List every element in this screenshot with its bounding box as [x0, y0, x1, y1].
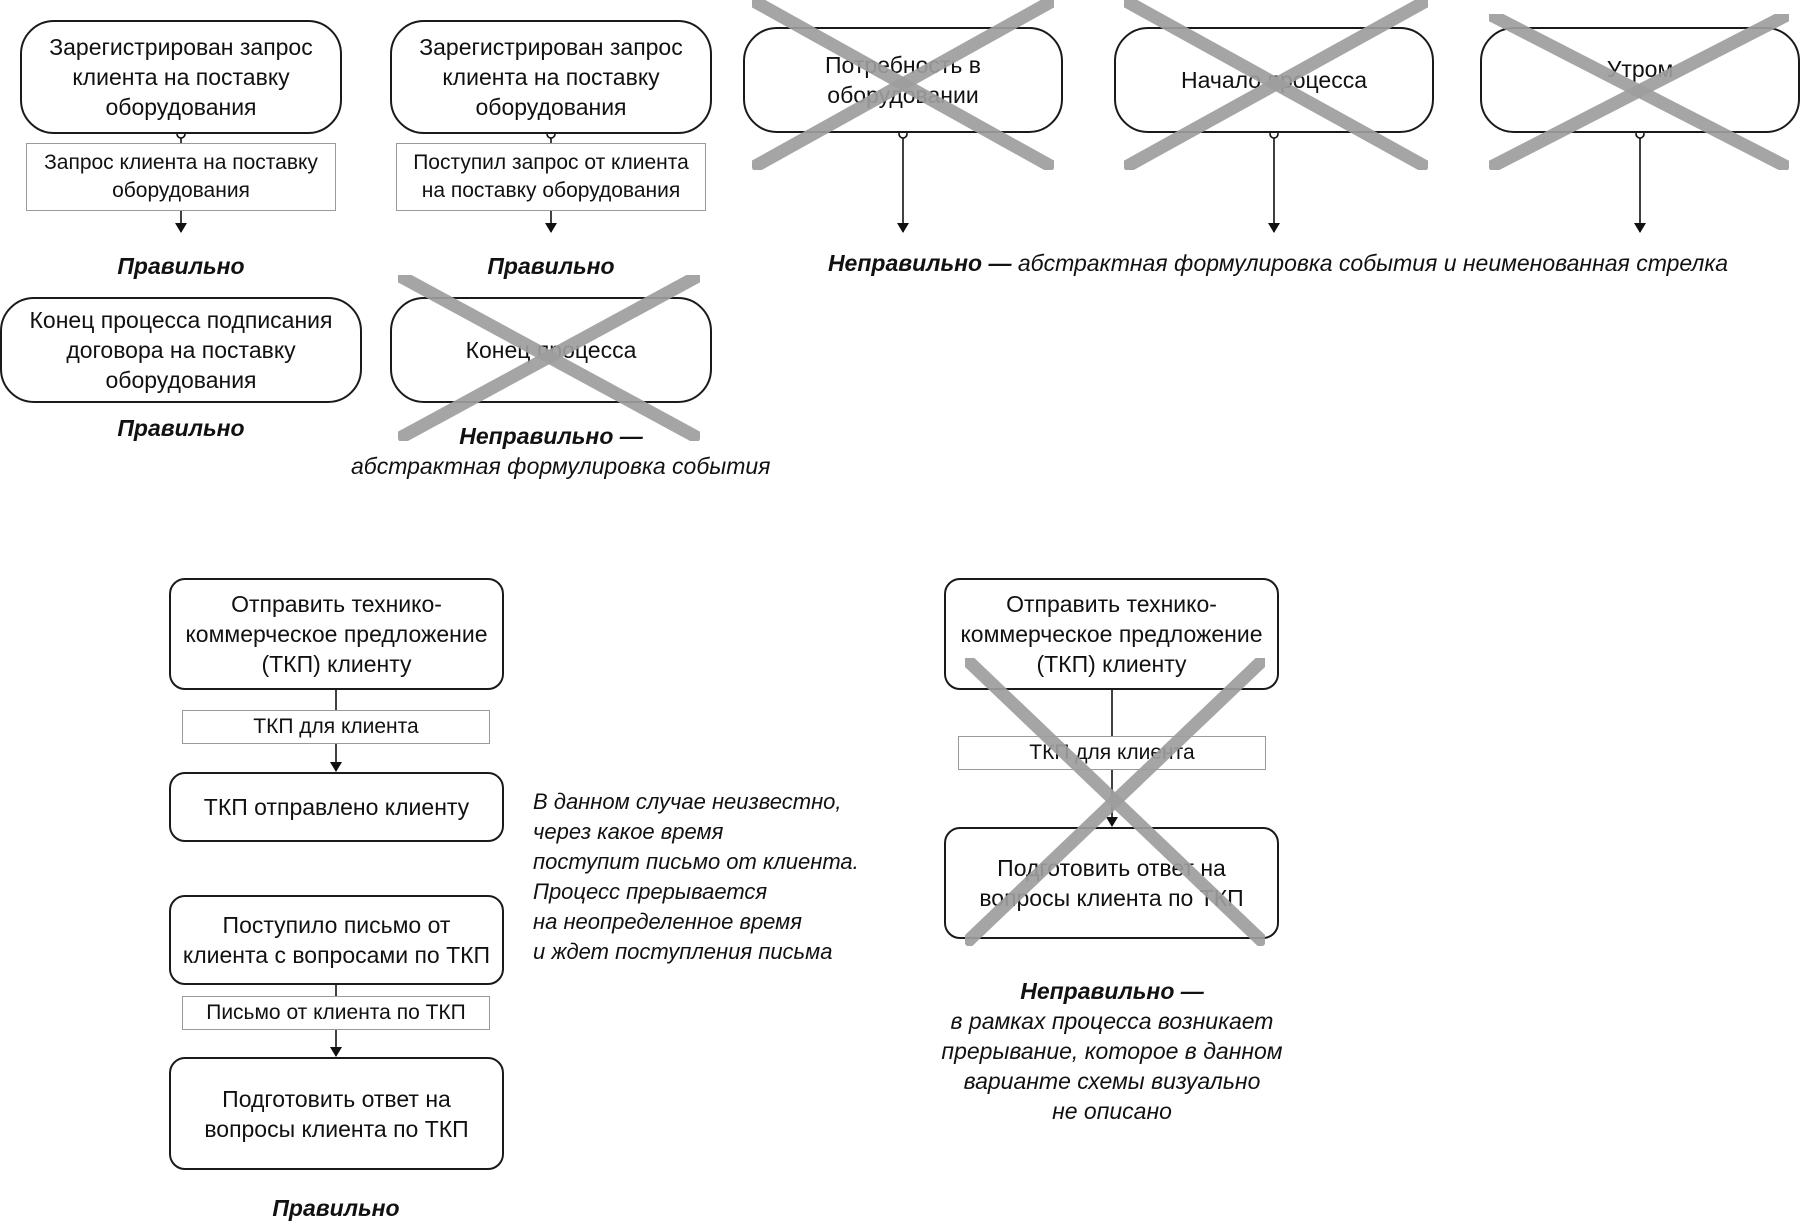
event-letter-received: Поступило письмо от клиента с вопросами … [169, 895, 504, 985]
event-request-registered-text: Зарегистрирован запрос клиента на постав… [419, 34, 683, 120]
event-process-start: Начало процесса [1114, 27, 1434, 133]
function-prepare-answer: Подготовить ответ на вопросы клиента по … [944, 827, 1279, 939]
caption-correct: Правильно [236, 1193, 436, 1223]
arrow-label-offer-text: ТКП для клиента [1029, 741, 1195, 764]
event-equipment-need-text: Потребность в оборудовании [825, 52, 981, 108]
function-send-offer: Отправить технико-коммерческое предложен… [169, 578, 504, 690]
caption-incorrect-bold: Неправильно — [1020, 978, 1204, 1004]
arrow-label-letter: Письмо от клиента по ТКП [182, 996, 490, 1030]
function-prepare-answer-text: Подготовить ответ на вопросы клиента по … [204, 1085, 469, 1142]
arrow-label-offer: ТКП для клиента [958, 736, 1266, 770]
arrow-label-request-text: Поступил запрос от клиента на поставку о… [413, 151, 689, 202]
function-send-offer-text: Отправить технико-коммерческое предложен… [185, 591, 488, 677]
caption-correct: Правильно [451, 251, 651, 281]
caption-line: варианте схемы визуально [963, 1068, 1261, 1094]
caption-incorrect: Неправильно — [912, 976, 1312, 1006]
arrow-label-offer-text: ТКП для клиента [253, 715, 419, 738]
caption-correct: Правильно [81, 251, 281, 281]
caption-correct-text: Правильно [117, 415, 245, 441]
arrow-label-request: Запрос клиента на поставку оборудования [26, 143, 336, 211]
function-prepare-answer: Подготовить ответ на вопросы клиента по … [169, 1057, 504, 1170]
caption-correct: Правильно [81, 413, 281, 443]
note-line: Процесс прерывается [533, 879, 768, 904]
caption-incorrect-text: абстрактная формулировка события [351, 453, 771, 479]
function-send-offer: Отправить технико-коммерческое предложен… [944, 578, 1279, 690]
caption-incorrect-bold: Неправильно — [827, 250, 1012, 276]
caption-correct-text: Правильно [487, 253, 615, 279]
event-equipment-need: Потребность в оборудовании [743, 27, 1063, 133]
caption-incorrect: Неправильно — абстрактная формулировка с… [803, 248, 1753, 278]
caption-line: в рамках процесса возникает [950, 1008, 1274, 1034]
caption-correct-text: Правильно [117, 253, 245, 279]
caption-incorrect-description: в рамках процесса возникает прерывание, … [912, 1006, 1312, 1126]
event-offer-sent: ТКП отправлено клиенту [169, 772, 504, 842]
caption-line: прерывание, которое в данном [941, 1038, 1283, 1064]
arrow-label-offer: ТКП для клиента [182, 710, 490, 744]
event-process-start-text: Начало процесса [1180, 67, 1368, 93]
arrow-label-request: Поступил запрос от клиента на поставку о… [396, 143, 706, 211]
caption-line: не описано [1052, 1098, 1172, 1124]
event-process-end: Конец процесса [390, 297, 712, 403]
caption-correct-text: Правильно [272, 1195, 400, 1221]
interruption-note: В данном случае неизвестно, через какое … [533, 787, 863, 967]
arrow-label-request-text: Запрос клиента на поставку оборудования [44, 151, 318, 202]
event-contract-process-end-text: Конец процесса подписания договора на по… [29, 307, 333, 393]
note-line: через какое время [533, 819, 724, 844]
event-contract-process-end: Конец процесса подписания договора на по… [0, 297, 362, 403]
event-offer-sent-text: ТКП отправлено клиенту [203, 794, 470, 820]
arrow-label-letter-text: Письмо от клиента по ТКП [206, 1001, 466, 1024]
note-line: В данном случае неизвестно, [533, 789, 842, 814]
caption-incorrect-bold: Неправильно — [459, 423, 643, 449]
event-request-registered-text: Зарегистрирован запрос клиента на постав… [49, 34, 313, 120]
event-letter-received-text: Поступило письмо от клиента с вопросами … [182, 912, 491, 968]
note-line: на неопределенное время [533, 909, 803, 934]
event-request-registered: Зарегистрирован запрос клиента на постав… [390, 20, 712, 134]
event-morning: Утром [1480, 27, 1800, 133]
function-send-offer-text: Отправить технико-коммерческое предложен… [960, 591, 1263, 677]
note-line: поступит письмо от клиента. [533, 849, 859, 874]
caption-incorrect: Неправильно — [351, 421, 751, 451]
caption-incorrect-text: абстрактная формулировка события и неиме… [1017, 250, 1729, 276]
event-request-registered: Зарегистрирован запрос клиента на постав… [20, 20, 342, 134]
function-prepare-answer-text: Подготовить ответ на вопросы клиента по … [979, 855, 1244, 911]
event-morning-text: Утром [1606, 56, 1674, 82]
caption-incorrect-description: абстрактная формулировка события [351, 451, 770, 481]
event-process-end-text: Конец процесса [465, 337, 637, 363]
note-line: и ждет поступления письма [533, 939, 833, 964]
